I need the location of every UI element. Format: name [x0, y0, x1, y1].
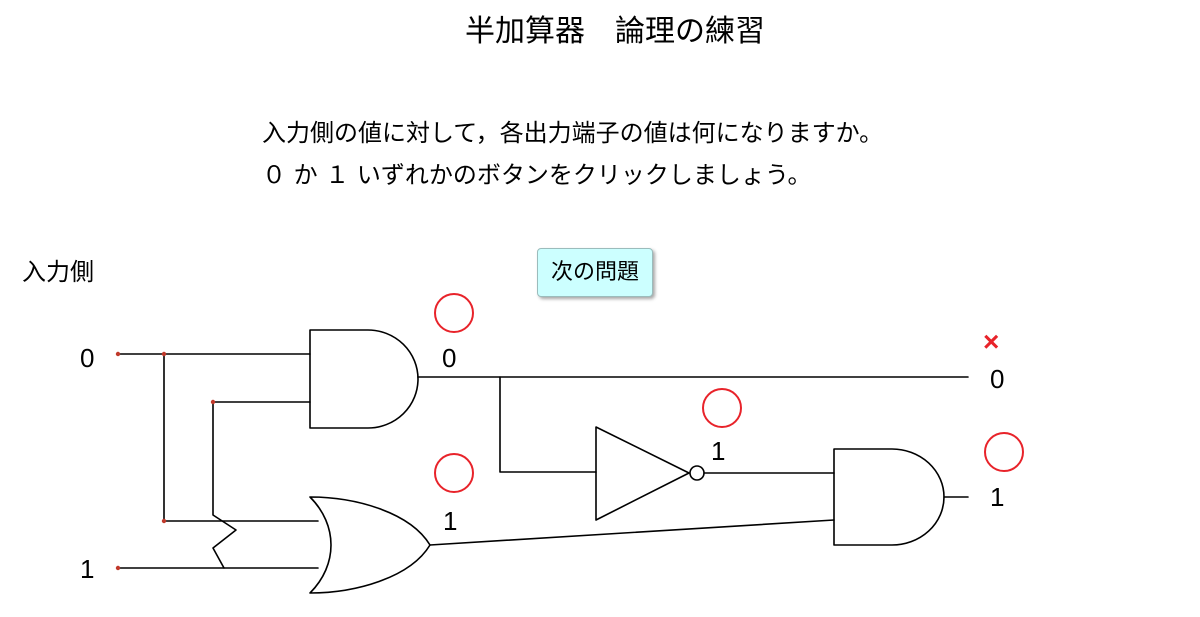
input-a-value: 0 — [80, 343, 94, 373]
junction-dot — [210, 399, 216, 405]
input-side-label: 入力側 — [22, 258, 94, 286]
junction-dot — [161, 351, 167, 357]
next-question-button[interactable]: 次の問題 — [537, 248, 653, 297]
correct-mark-circle-sum — [984, 432, 1024, 472]
or-gate-output-value[interactable]: 1 — [443, 506, 457, 536]
instructions: 入力側の値に対して，各出力端子の値は何になりますか。 ０ か １ いずれかのボタ… — [262, 112, 883, 196]
input-b-value: 1 — [80, 554, 94, 584]
not-gate — [595, 426, 690, 521]
wire-input-a-branch — [163, 353, 319, 522]
correct-mark-circle-or — [434, 453, 474, 493]
input-a-terminal — [115, 351, 121, 357]
correct-mark-circle-and — [434, 293, 474, 333]
instruction-line-2: ０ か １ いずれかのボタンをクリックしましょう。 — [262, 161, 812, 189]
wire-and-to-not — [499, 376, 597, 473]
sum-output-value[interactable]: 1 — [990, 482, 1004, 512]
carry-output-value[interactable]: 0 — [990, 364, 1004, 394]
not-gate-output-value[interactable]: 1 — [711, 436, 725, 466]
and-gate-2 — [833, 448, 945, 546]
input-b-terminal — [115, 565, 121, 571]
not-gate-bubble — [689, 465, 705, 481]
wire-input-b — [117, 401, 311, 569]
junction-dot — [161, 518, 167, 524]
incorrect-mark-carry: × — [983, 326, 999, 357]
or-gate — [309, 496, 431, 594]
wire-or-output — [429, 519, 835, 546]
instruction-line-1: 入力側の値に対して，各出力端子の値は何になりますか。 — [262, 119, 884, 147]
correct-mark-circle-not — [702, 388, 742, 428]
page-title: 半加算器 論理の練習 — [465, 14, 765, 49]
and-gate-1 — [309, 329, 419, 429]
and-gate-output-value[interactable]: 0 — [442, 343, 456, 373]
